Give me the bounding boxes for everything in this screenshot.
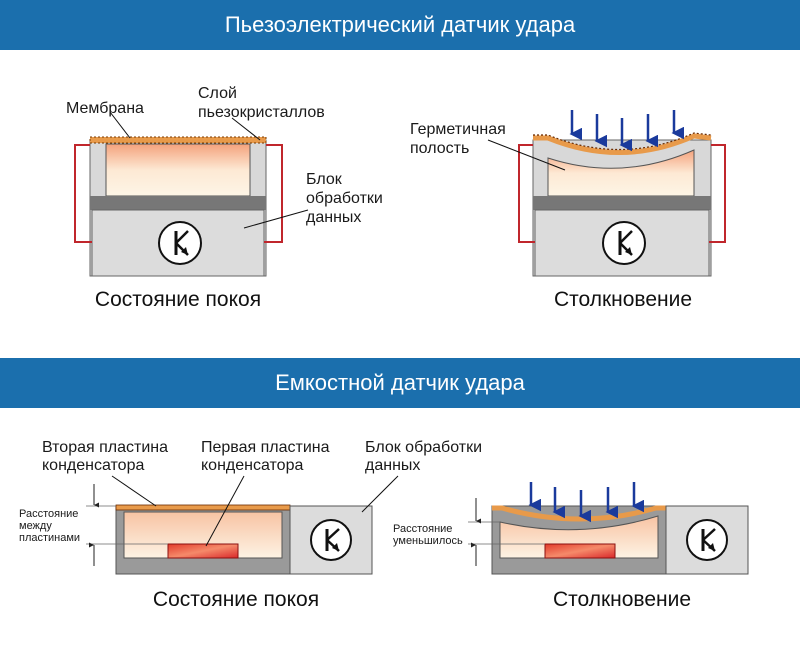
membrane-label: Мембрана [66,100,144,117]
capacitive-impact-cavity [499,515,659,559]
distance-reduced-label-line2: уменьшилось [393,535,463,547]
distance-reduced-label-line1: Расстояние [393,523,452,535]
capacitive-rest-caption: Состояние покоя [153,588,319,611]
cavity-label-line1: Герметичная [410,121,506,138]
piezo-rest-sensor [74,136,283,277]
distance-label-line2: между [19,520,52,532]
transistor-icon [602,221,646,265]
distance-dimension-rest [86,484,168,566]
piezo-impact-membrane [533,133,712,155]
capacitive-title-banner: Емкостной датчик удара [0,358,800,408]
piezo-impact-cavity [547,149,695,197]
capacitive-rest-leaders [111,475,399,547]
piezo-impact-wire-left [518,144,535,243]
capacitive-impact-sensor [491,482,749,575]
transistor-icon [158,221,202,265]
piezo-impact-sensor [518,110,726,277]
capacitive-impact-caption: Столкновение [553,588,691,611]
capacitive-unit-label-line1: Блок обработки [365,439,482,456]
cavity-label-line2: полость [410,140,469,157]
piezo-rest-membrane [89,136,267,144]
piezo-rest-cavity [105,143,251,197]
second-plate-label-line2: конденсатора [42,457,144,474]
transistor-icon [310,519,352,561]
crystal-layer-label-line2: пьезокристаллов [198,104,325,121]
piezo-rest-divider [90,196,266,210]
capacitive-title: Емкостной датчик удара [275,370,525,395]
second-capacitor-plate [115,504,291,511]
first-capacitor-plate [544,543,616,559]
piezo-impact-caption: Столкновение [554,288,692,311]
piezo-rest-wire-left [74,144,92,243]
cavity-leader [487,139,566,171]
piezo-title: Пьезоэлектрический датчик удара [224,12,576,37]
piezo-rest-caption: Состояние покоя [95,288,261,311]
piezo-impact-wire-right [709,144,726,243]
transistor-icon [686,519,728,561]
piezo-impact-divider [533,196,711,210]
distance-label-line3: пластинами [19,532,80,544]
piezo-impact-membrane-edge [533,132,712,151]
second-plate-label-line1: Вторая пластина [42,439,168,456]
piezo-unit-label-line3: данных [306,209,361,226]
crystal-layer-label-line1: Слой [198,85,237,102]
piezo-title-banner: Пьезоэлектрический датчик удара [0,0,800,50]
impact-arrows [569,110,684,152]
impact-arrows [528,482,644,523]
piezo-rest-wire-right [264,144,283,243]
first-plate-label-line2: конденсатора [201,457,303,474]
capacitive-unit-label-line2: данных [365,457,420,474]
first-capacitor-plate [167,543,239,559]
first-plate-label-line1: Первая пластина [201,439,330,456]
distance-label-line1: Расстояние [19,508,78,520]
piezo-unit-label-line1: Блок [306,171,343,188]
capacitive-rest-sensor [115,504,373,575]
piezo-rest-leaders [109,111,309,229]
distance-dimension-impact [468,498,545,566]
piezo-unit-label-line2: обработки [306,190,383,207]
